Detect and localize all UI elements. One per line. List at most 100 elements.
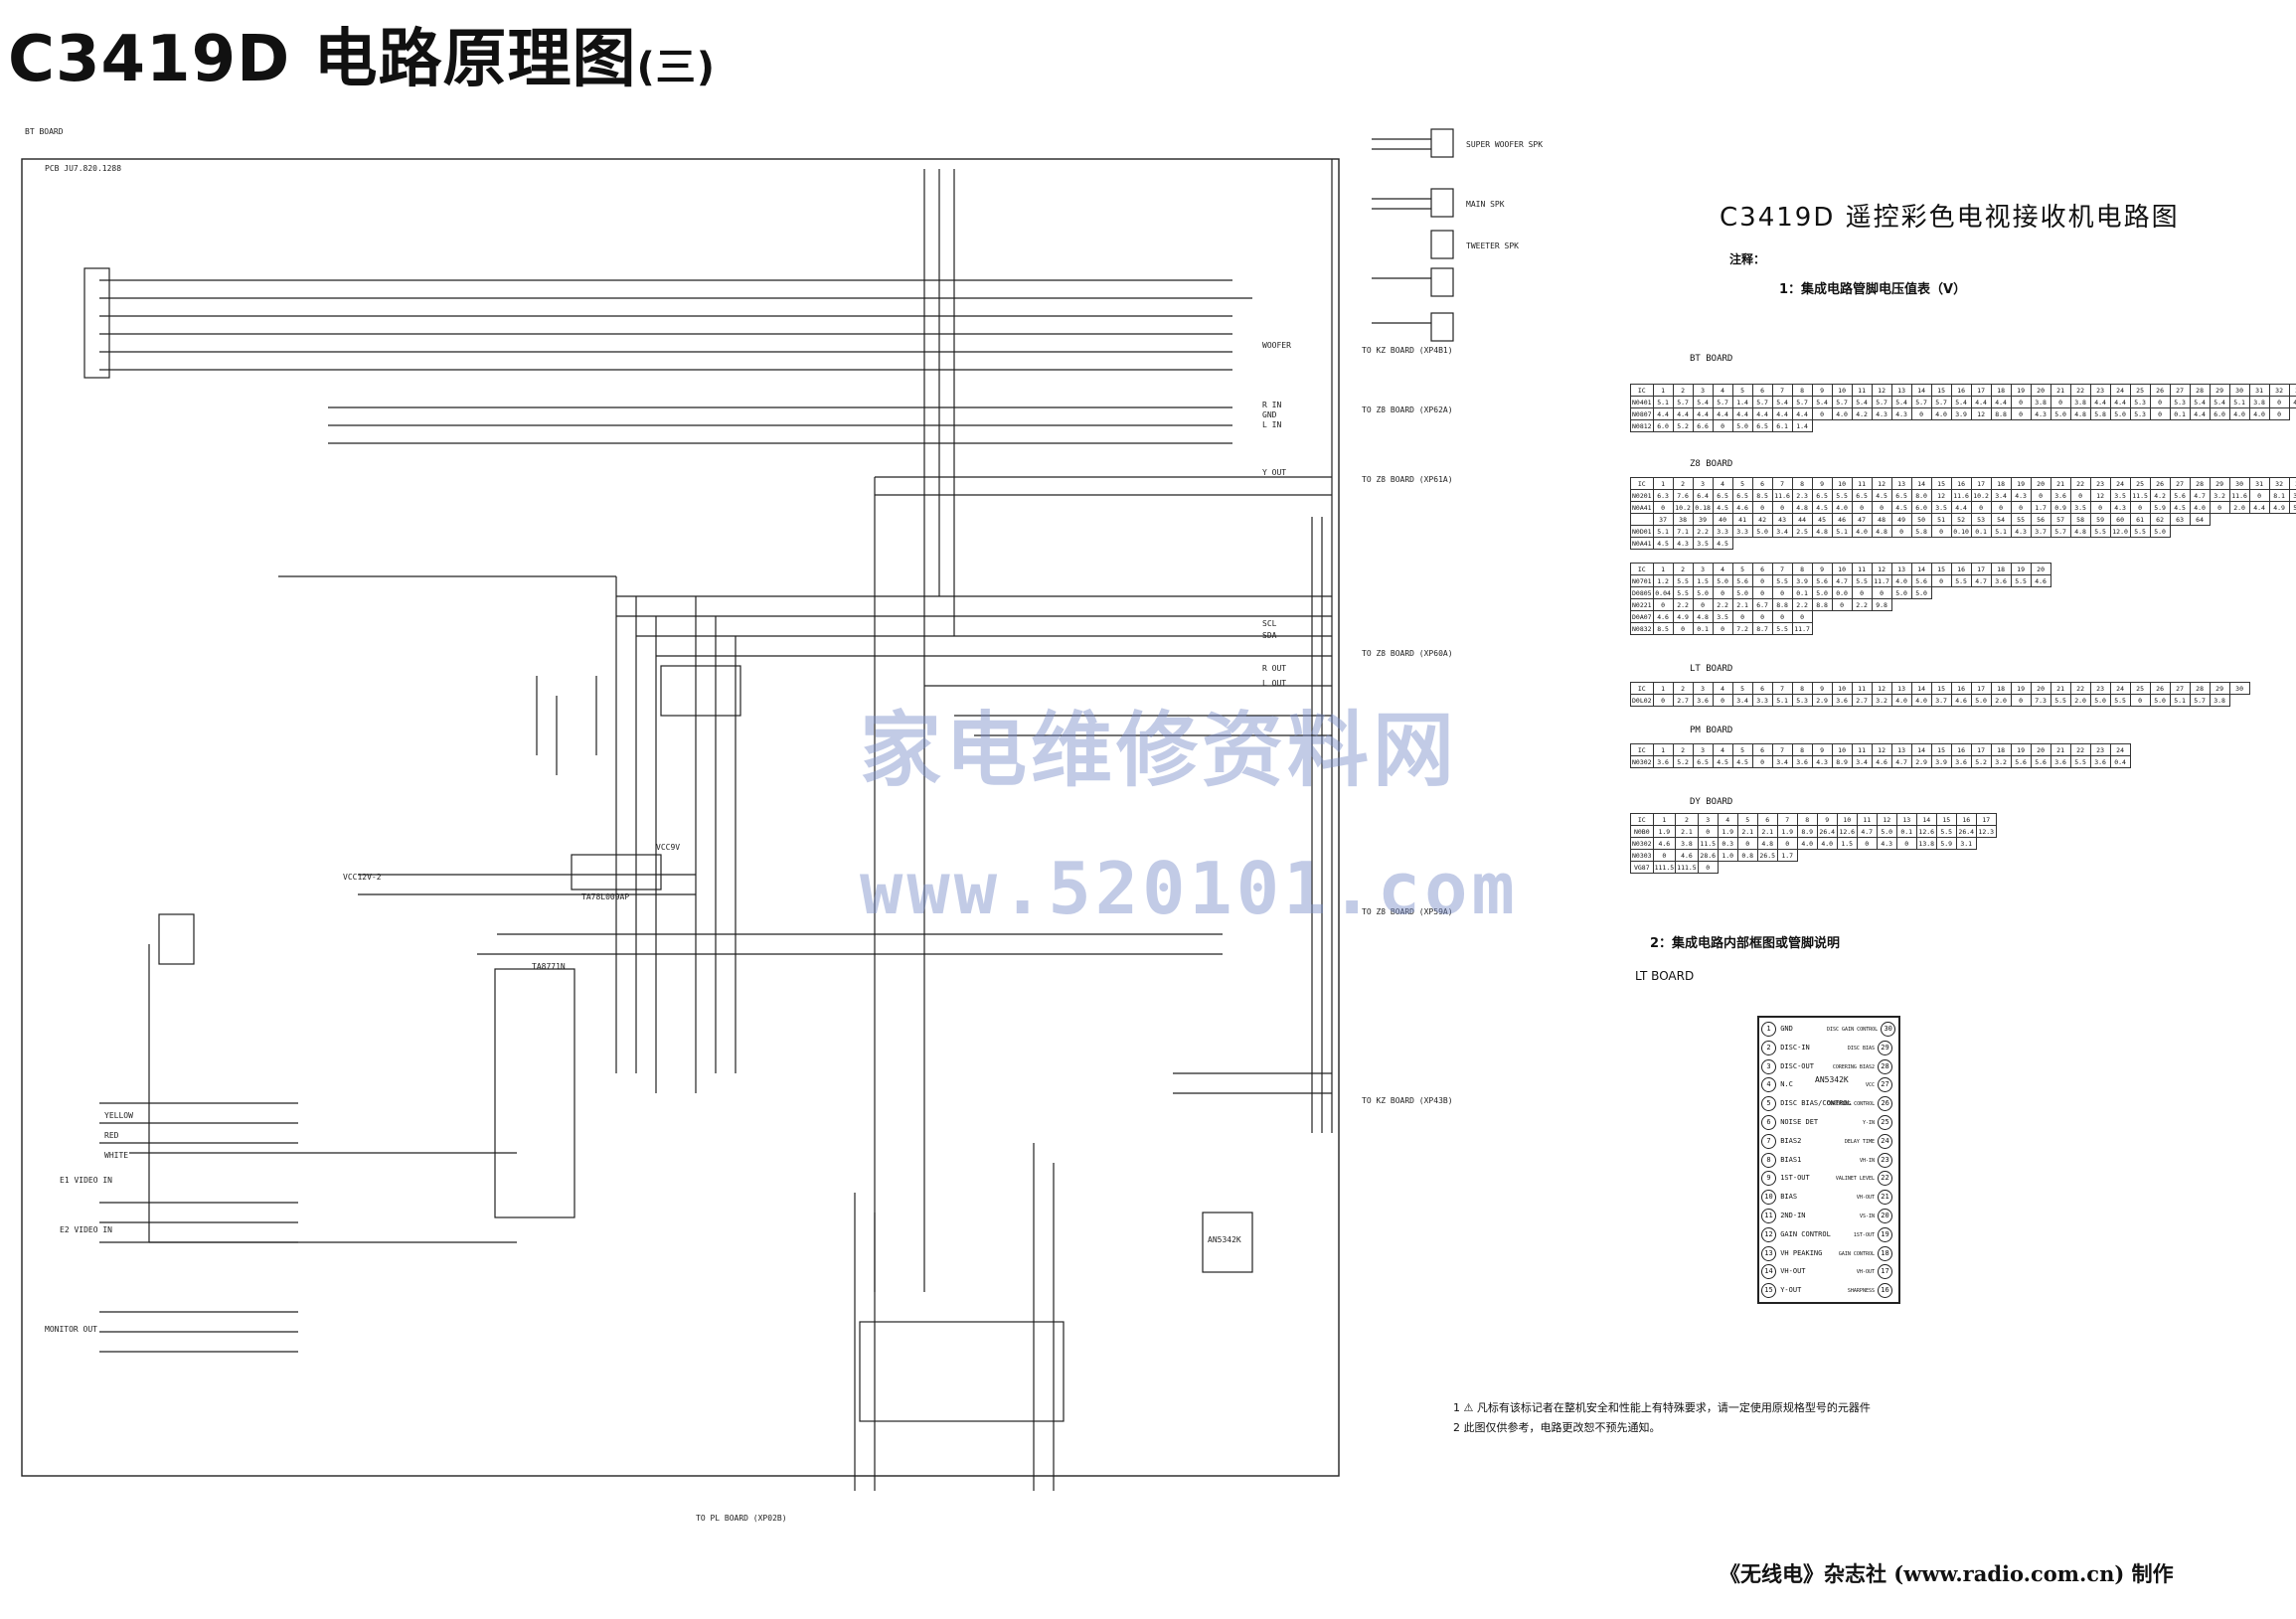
table-cell: 0 (1851, 501, 1873, 514)
table-cell: 24 (2109, 682, 2131, 695)
ic-pin-left: 10 BIAS (1761, 1190, 1797, 1206)
pin-number: 3 (1761, 1058, 1776, 1074)
table-cell: 11 (1856, 813, 1878, 826)
table-cell: 8.5 (1751, 489, 1773, 502)
table-cell: 10.2 (1672, 501, 1694, 514)
table-cell: IC (1630, 813, 1654, 826)
table-cell: 5.4 (1890, 396, 1912, 408)
table-cell: 21 (2050, 384, 2071, 397)
table-cell: 1.4 (1731, 396, 1753, 408)
table-cell: 0 (1895, 837, 1917, 850)
pin-label: VH-OUT (1856, 1269, 1878, 1276)
table-cell: 2.1 (1756, 825, 1778, 838)
table-cell: 28 (2189, 477, 2211, 490)
table-cell: 5.4 (1771, 396, 1793, 408)
table-cell: 12 (1930, 489, 1952, 502)
table-cell: 2 (1672, 384, 1694, 397)
table-cell: 11 (1851, 682, 1873, 695)
table-cell: 5.6 (1811, 574, 1833, 587)
table-cell: 0 (2030, 489, 2051, 502)
table-cell: IC (1630, 384, 1654, 397)
table-cell: 6.7 (1751, 598, 1773, 611)
table-cell: 0 (1736, 837, 1758, 850)
table-cell: 0 (2010, 501, 2032, 514)
table-cell: 0 (1692, 598, 1714, 611)
ic-pin-right: VCC 27 (1827, 1077, 1892, 1093)
ic-pin-left: 11 2ND-IN (1761, 1209, 1806, 1223)
ic-pin-right: GAIN CONTROL 18 (1827, 1245, 1892, 1261)
pin-label: N.C (1776, 1080, 1793, 1089)
table-cell: 5.6 (1731, 574, 1753, 587)
table-cell: 5.7 (2050, 525, 2071, 538)
table-cell: 5 (1731, 384, 1753, 397)
table-cell: 4.4 (2109, 396, 2131, 408)
table-cell: 5.4 (1692, 396, 1714, 408)
table-cell: 0 (1856, 837, 1878, 850)
table-cell: 27 (2169, 682, 2191, 695)
table-cell: 3 (1692, 477, 1714, 490)
ic-pin-left: 13 VH PEAKING (1761, 1245, 1822, 1261)
table-cell: 0.8 (1736, 849, 1758, 862)
table-cell: 7 (1771, 477, 1793, 490)
table-cell: 2.1 (1731, 598, 1753, 611)
ic-pin-right: Y-IN 25 (1827, 1115, 1892, 1130)
table-cell: 55 (2010, 513, 2032, 526)
pin-number: 7 (1761, 1133, 1776, 1149)
table-cell: 4.0 (2228, 407, 2250, 420)
table-cell: 0 (2050, 396, 2071, 408)
table-cell: 4.6 (1950, 694, 1972, 707)
pin-number: 2 (1761, 1040, 1776, 1055)
table-cell: 5.3 (2129, 407, 2151, 420)
table-cell: N0832 (1630, 622, 1654, 635)
table-cell: 4.3 (1811, 755, 1833, 768)
table-cell: 5.2 (1672, 419, 1694, 432)
table-cell: 11.5 (2129, 489, 2151, 502)
table-cell: N0D01 (1630, 525, 1654, 538)
table-cell: 3.4 (1851, 755, 1873, 768)
table-cell: 10 (1831, 477, 1853, 490)
table-cell: 11 (1851, 743, 1873, 756)
table-cell: 6.0 (1910, 501, 1932, 514)
table-cell: 58 (2069, 513, 2091, 526)
table-cell: 6 (1756, 813, 1778, 826)
table-cell: 26 (2149, 477, 2171, 490)
table-cell: 1.4 (1791, 419, 1813, 432)
table-cell: 1 (1652, 384, 1674, 397)
table-cell: 0 (1970, 501, 1992, 514)
table-cell: 2.7 (1851, 694, 1873, 707)
table-cell: 0 (2248, 489, 2270, 502)
table-cell: 0 (1990, 501, 2012, 514)
table-cell: 5.3 (2169, 396, 2191, 408)
table-cell: 4.4 (1692, 407, 1714, 420)
table-cell: 16 (1950, 384, 1972, 397)
table-cell: N0812 (1630, 419, 1654, 432)
pin-label: VS-IN (1859, 1214, 1878, 1219)
table-cell: 63 (2169, 513, 2191, 526)
table-cell: 1.7 (2030, 501, 2051, 514)
pin-number: 24 (1878, 1133, 1892, 1149)
ic-pin-left: 9 1ST-OUT (1761, 1171, 1810, 1187)
pin-label: GAIN CONTROL (1838, 1250, 1878, 1257)
table-cell: 10.2 (1970, 489, 1992, 502)
table-cell: 5.9 (2149, 501, 2171, 514)
pin-label: BIAS1 (1776, 1155, 1802, 1164)
table-cell: 0 (1930, 525, 1952, 538)
table-cell: 4.8 (2069, 407, 2091, 420)
table-cell: 26 (2149, 682, 2171, 695)
pin-number: 4 (1761, 1077, 1776, 1093)
table-cell: 6.5 (1851, 489, 1873, 502)
table-cell: 5.5 (1831, 489, 1853, 502)
table-cell: 3 (1697, 813, 1719, 826)
table-cell: 25 (2129, 682, 2151, 695)
table-cell: 4.6 (1652, 837, 1677, 850)
table-cell: 5.5 (1935, 825, 1957, 838)
table-cell: 5.0 (1970, 694, 1992, 707)
ic-pin-left: 14 VH-OUT (1761, 1264, 1806, 1280)
table-cell: 22 (2069, 743, 2091, 756)
table-cell: 23 (2089, 477, 2111, 490)
table-cell: 15 (1930, 477, 1952, 490)
table-cell: 5.1 (2288, 501, 2296, 514)
